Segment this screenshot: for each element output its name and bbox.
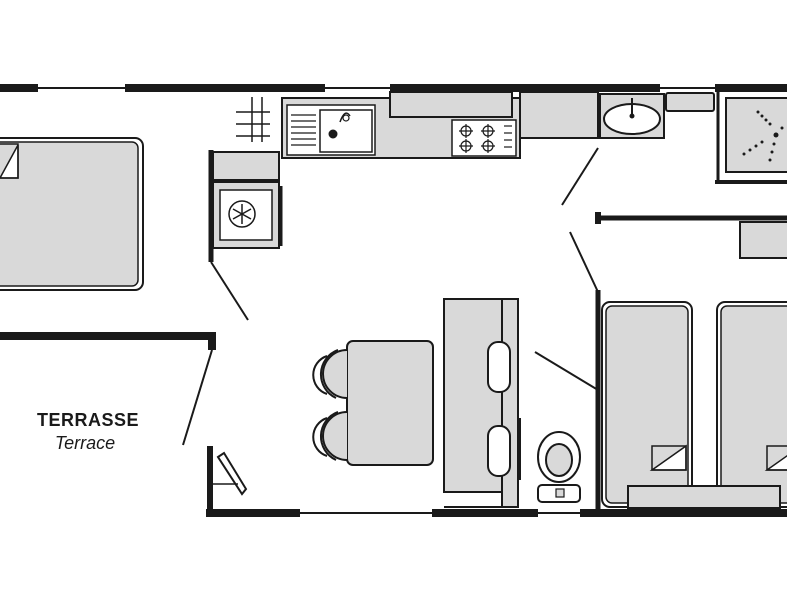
shower-drain-icon [742, 110, 784, 162]
terrace-label-translation: Terrace [55, 433, 115, 453]
terrace: TERRASSE Terrace [37, 410, 248, 496]
dining-table [346, 340, 434, 466]
dining-area [312, 298, 519, 508]
wardrobe [739, 221, 787, 259]
double-bed [0, 137, 144, 291]
chair [312, 411, 348, 461]
chair [312, 349, 348, 399]
double-bed-mattress [0, 141, 139, 287]
door-swing-icon [182, 349, 213, 446]
single-bed [716, 301, 787, 508]
shower [725, 97, 787, 173]
terrace-label: TERRASSE [37, 410, 139, 430]
bathroom [537, 92, 787, 503]
cushion [487, 425, 511, 477]
stove-burner-icon [451, 119, 517, 157]
cushion [487, 341, 511, 393]
single-bed [601, 301, 693, 508]
door-swing-icon [210, 261, 249, 321]
snowflake-icon [228, 200, 256, 228]
walls [0, 84, 787, 517]
door-handle-icon [213, 451, 248, 496]
wall-cabinet [519, 91, 599, 139]
bedside-table [627, 485, 781, 509]
door-swing-icon [534, 351, 599, 391]
bed-pillow-icon [0, 143, 19, 179]
toilet-icon [537, 431, 581, 503]
counter-cabinet-top [389, 91, 513, 118]
twin-beds [601, 301, 787, 509]
bathroom-shelf [665, 92, 715, 112]
door-swings [182, 147, 599, 480]
fridge-top-shelf [212, 151, 280, 181]
door-swing-icon [561, 147, 599, 206]
washbasin [599, 93, 665, 139]
door-swing-icon [569, 231, 599, 293]
kitchen [212, 91, 599, 249]
sink-icon [286, 104, 376, 156]
shelf-rack [236, 97, 270, 142]
